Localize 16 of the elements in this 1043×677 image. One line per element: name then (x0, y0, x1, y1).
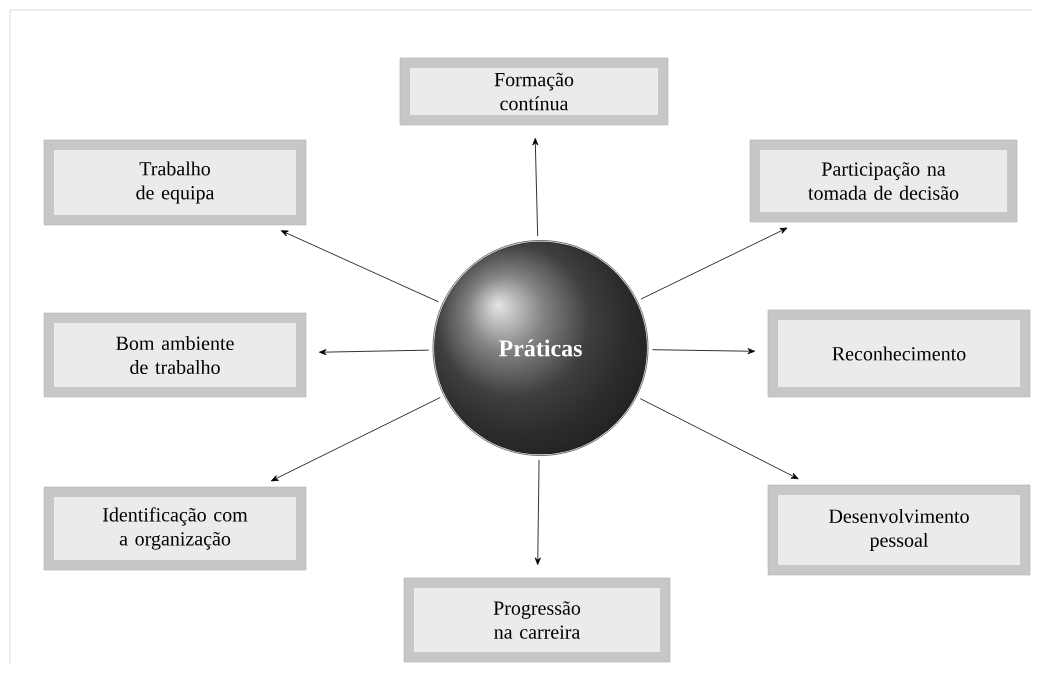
practice-box: Progressão na carreira (403, 577, 671, 663)
practice-box: Trabalho de equipa (43, 139, 307, 226)
arrow (652, 348, 755, 355)
practice-box: Reconhecimento (767, 309, 1031, 398)
practice-box: Identificação com a organização (43, 486, 307, 571)
arrow (270, 397, 441, 482)
arrow (532, 138, 539, 237)
arrow (639, 398, 799, 480)
arrow (319, 349, 430, 356)
practice-box: Desenvolvimento pessoal (767, 484, 1031, 576)
arrow (640, 227, 788, 300)
practice-box: Bom ambiente de trabalho (43, 312, 307, 398)
practice-box: Participação na tomada de decisão (749, 139, 1018, 223)
arrow (534, 459, 541, 565)
arrow (280, 230, 439, 303)
practice-box: Formação contínua (399, 57, 669, 126)
